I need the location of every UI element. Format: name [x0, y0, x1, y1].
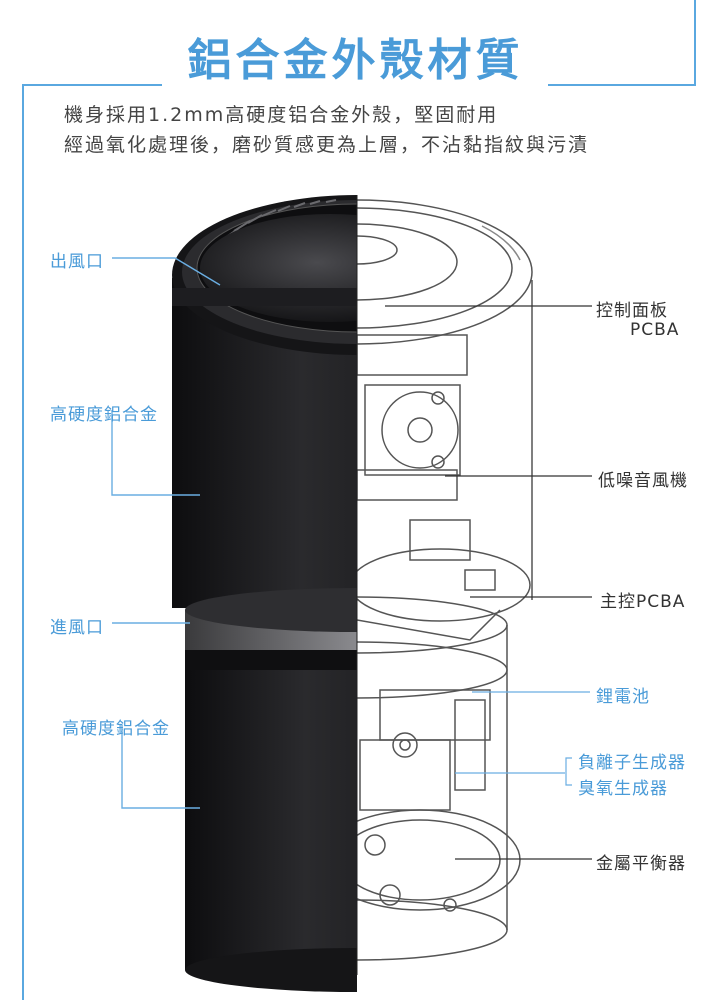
label-battery: 鋰電池 — [596, 687, 650, 707]
dark-shell-half — [172, 195, 357, 992]
frame-line-right-top — [548, 84, 696, 86]
frame-line-right-vertical — [694, 0, 696, 86]
label-anion-generator: 負離子生成器 — [578, 753, 686, 773]
right-callout-lines — [385, 305, 592, 860]
label-control-board: 控制面板 — [596, 301, 668, 321]
label-fan: 低噪音風機 — [598, 471, 688, 491]
frame-line-left-top — [22, 84, 162, 86]
description-line-1: 機身採用1.2mm高硬度铝合金外殼，堅固耐用 — [64, 104, 499, 126]
label-alloy-top: 高硬度鋁合金 — [50, 405, 158, 425]
label-alloy-bottom: 高硬度鋁合金 — [62, 719, 170, 739]
label-main-pcba: 主控PCBA — [600, 592, 686, 612]
left-callout-lines — [111, 257, 221, 809]
label-inlet: 進風口 — [50, 618, 104, 638]
frame-line-left-vertical — [22, 84, 24, 1000]
label-outlet: 出風口 — [50, 252, 104, 272]
label-control-board-pcba: PCBA — [630, 320, 680, 340]
label-balancer: 金屬平衡器 — [596, 854, 686, 874]
description-line-2: 經過氧化處理後，磨砂質感更為上層，不沾黏指紋與污漬 — [64, 134, 590, 156]
page-title: 鋁合金外殼材質 — [187, 35, 524, 86]
label-ozone-generator: 臭氧生成器 — [578, 779, 668, 799]
cutaway-half — [357, 199, 533, 961]
